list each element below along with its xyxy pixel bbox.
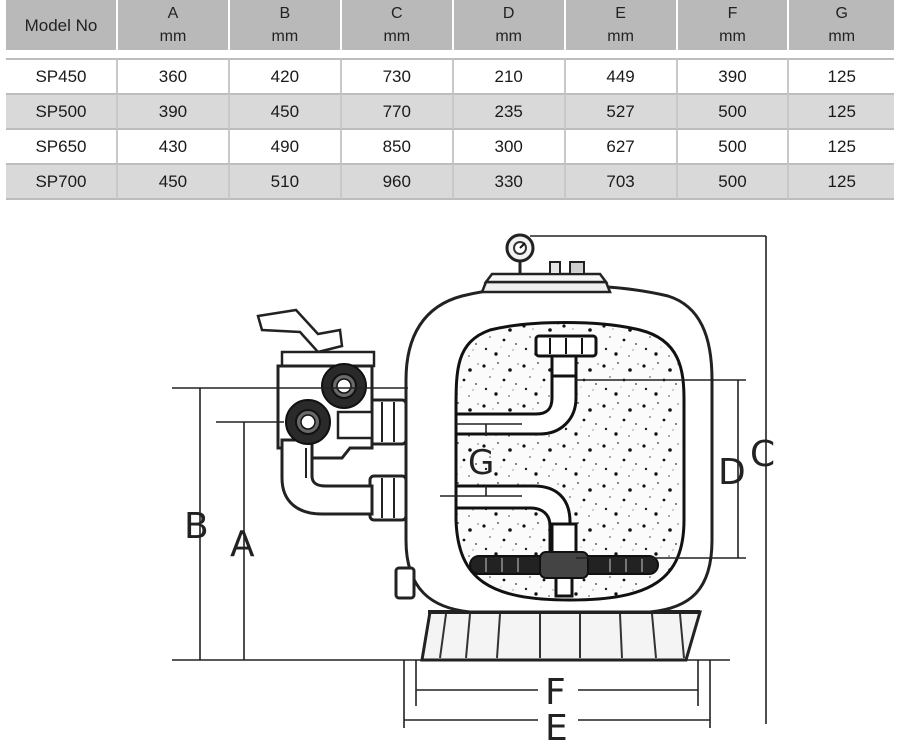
value-cell: 300	[453, 128, 566, 163]
dim-label-c: C	[750, 434, 775, 475]
filter-lid	[480, 252, 612, 294]
value-cell: 430	[118, 128, 230, 163]
table-row: SP650 430 490 850 300 627 500 125	[6, 128, 894, 163]
table-row: SP700 450 510 960 330 703 500 125	[6, 163, 894, 200]
value-cell: 450	[229, 93, 342, 128]
dim-label-d: D	[718, 452, 746, 493]
valve-port-lower	[285, 399, 331, 445]
dimension-lines	[172, 235, 767, 728]
value-cell: 960	[341, 163, 454, 200]
model-cell: SP700	[6, 163, 118, 200]
value-cell: 500	[677, 128, 790, 163]
dim-label-e: E	[545, 708, 568, 742]
dim-label-a: A	[230, 524, 255, 565]
value-cell: 627	[565, 128, 678, 163]
sand-filter-diagram: B A C D G F E	[172, 233, 775, 742]
valve-port-upper	[321, 363, 367, 409]
model-no-header: Model No	[6, 0, 118, 50]
value-cell: 500	[677, 163, 790, 200]
value-cell: 390	[677, 58, 790, 93]
value-cell: 770	[341, 93, 454, 128]
filter-tank	[404, 284, 714, 614]
table-row: SP450 360 420 730 210 449 390 125	[6, 58, 894, 93]
dim-label-b: B	[184, 506, 209, 547]
dim-label-g: G	[468, 443, 494, 483]
tank-side-fittings	[368, 398, 416, 600]
value-cell: 490	[229, 128, 342, 163]
value-cell: 450	[118, 163, 230, 200]
value-cell: 510	[229, 163, 342, 200]
value-cell: 449	[565, 58, 678, 93]
bottom-laterals	[469, 551, 659, 579]
value-cell: 330	[453, 163, 566, 200]
value-cell: 420	[229, 58, 342, 93]
value-cell: 500	[677, 93, 790, 128]
value-cell: 703	[565, 163, 678, 200]
value-cell: 125	[789, 128, 894, 163]
value-cell: 527	[565, 93, 678, 128]
pressure-gauge-icon	[505, 233, 535, 263]
value-cell: 730	[341, 58, 454, 93]
value-cell: 235	[453, 93, 566, 128]
dim-label-f: F	[545, 672, 566, 713]
model-cell: SP650	[6, 128, 118, 163]
value-cell: 125	[789, 93, 894, 128]
value-cell: 125	[789, 163, 894, 200]
value-cell: 390	[118, 93, 230, 128]
value-cell: 125	[789, 58, 894, 93]
value-cell: 360	[118, 58, 230, 93]
table-row: SP500 390 450 770 235 527 500 125	[6, 93, 894, 128]
model-cell: SP450	[6, 58, 118, 93]
value-cell: 850	[341, 128, 454, 163]
model-cell: SP500	[6, 93, 118, 128]
filter-base	[420, 610, 702, 662]
value-cell: 210	[453, 58, 566, 93]
